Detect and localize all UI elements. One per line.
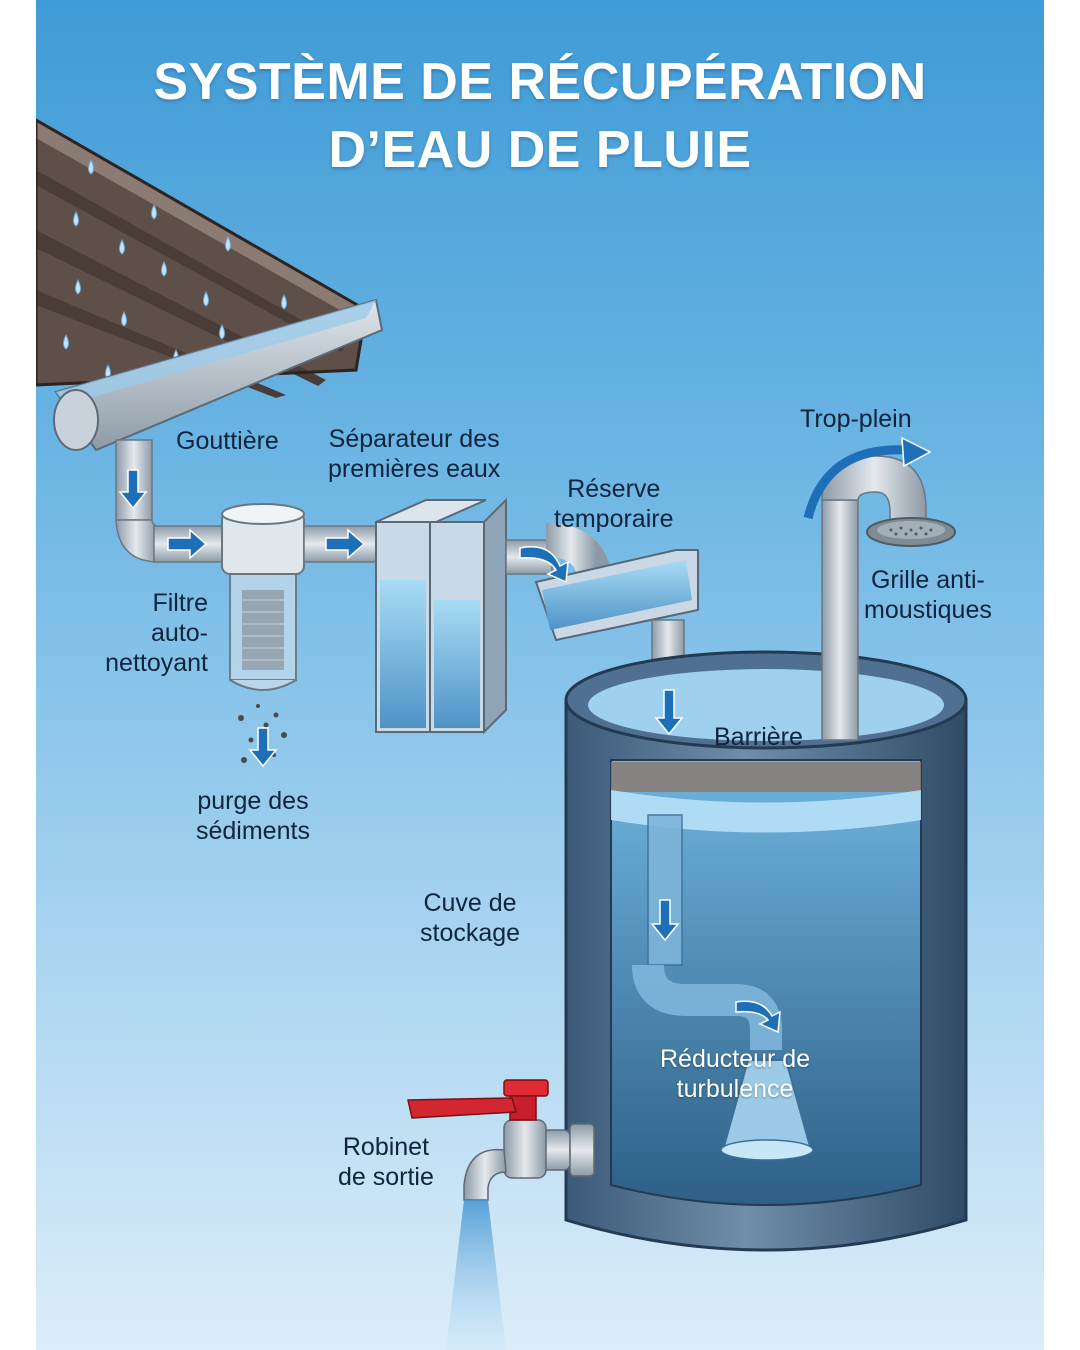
label-filtre-line-3: nettoyant (105, 649, 208, 677)
label-separateur-line-1: Séparateur des (328, 425, 500, 453)
raindrops (63, 158, 287, 380)
rainwater-system-illustration (36, 118, 968, 1350)
label-reserve-line-2: temporaire (554, 505, 674, 533)
label-cuve: Cuve de stockage (420, 888, 520, 948)
label-filtre-line-2: auto- (151, 619, 208, 647)
page-title-line-2: D’EAU DE PLUIE (328, 121, 752, 179)
label-purge-line-1: purge des (197, 787, 309, 815)
label-separateur: Séparateur des premières eaux (328, 424, 500, 484)
label-grille-line-1: Grille anti- (870, 566, 985, 594)
flow-arrow (118, 469, 148, 510)
flow-arrow (735, 1000, 781, 1034)
label-reducteur-line-2: turbulence (676, 1075, 794, 1103)
label-robinet: Robinet de sortie (338, 1132, 434, 1192)
page-title: SYSTÈME DE RÉCUPÉRATION (153, 53, 927, 111)
outlet-tap (407, 1079, 595, 1350)
label-purge-line-2: sédiments (196, 817, 310, 845)
flow-arrows (118, 436, 932, 1034)
label-robinet-line-1: Robinet (342, 1133, 430, 1161)
label-cuve-line-1: Cuve de (423, 889, 517, 917)
label-reducteur-line-1: Réducteur de (660, 1045, 811, 1073)
flow-arrow (167, 528, 208, 560)
label-barriere: Barrière (714, 723, 803, 751)
flow-arrow-overflow (803, 445, 907, 520)
label-purge: purge des sédiments (196, 786, 310, 846)
flow-arrow (248, 727, 278, 768)
label-filtre-line-1: Filtre (152, 589, 208, 617)
overflow-pipe (821, 455, 956, 741)
flow-arrow (519, 546, 569, 584)
flow-arrow (650, 899, 680, 942)
label-grille: Grille anti- moustiques (864, 565, 992, 625)
label-trop-plein: Trop-plein (800, 405, 912, 433)
flow-arrow (325, 528, 366, 560)
label-filtre: Filtre auto- nettoyant (84, 588, 208, 678)
downpipe (115, 439, 225, 563)
label-reducteur: Réducteur de turbulence (660, 1044, 810, 1104)
label-robinet-line-2: de sortie (338, 1163, 434, 1191)
label-reserve-line-1: Réserve (567, 475, 661, 503)
sediment-particles (238, 704, 287, 763)
label-gouttiere: Gouttière (176, 427, 279, 455)
inlet-pipe (632, 814, 814, 1161)
label-separateur-line-2: premières eaux (328, 455, 501, 483)
flow-arrow (654, 689, 684, 736)
label-cuve-line-2: stockage (420, 919, 521, 947)
first-flush-separator (375, 497, 553, 735)
label-reserve: Réserve temporaire (554, 474, 674, 534)
poster: SYSTÈME DE RÉCUPÉRATION D’EAU DE PLUIE G… (36, 0, 1044, 1350)
label-grille-line-2: moustiques (864, 596, 992, 624)
flow-arrow-overflow-head (901, 436, 932, 468)
self-cleaning-filter (221, 503, 385, 691)
gutter (53, 298, 384, 452)
